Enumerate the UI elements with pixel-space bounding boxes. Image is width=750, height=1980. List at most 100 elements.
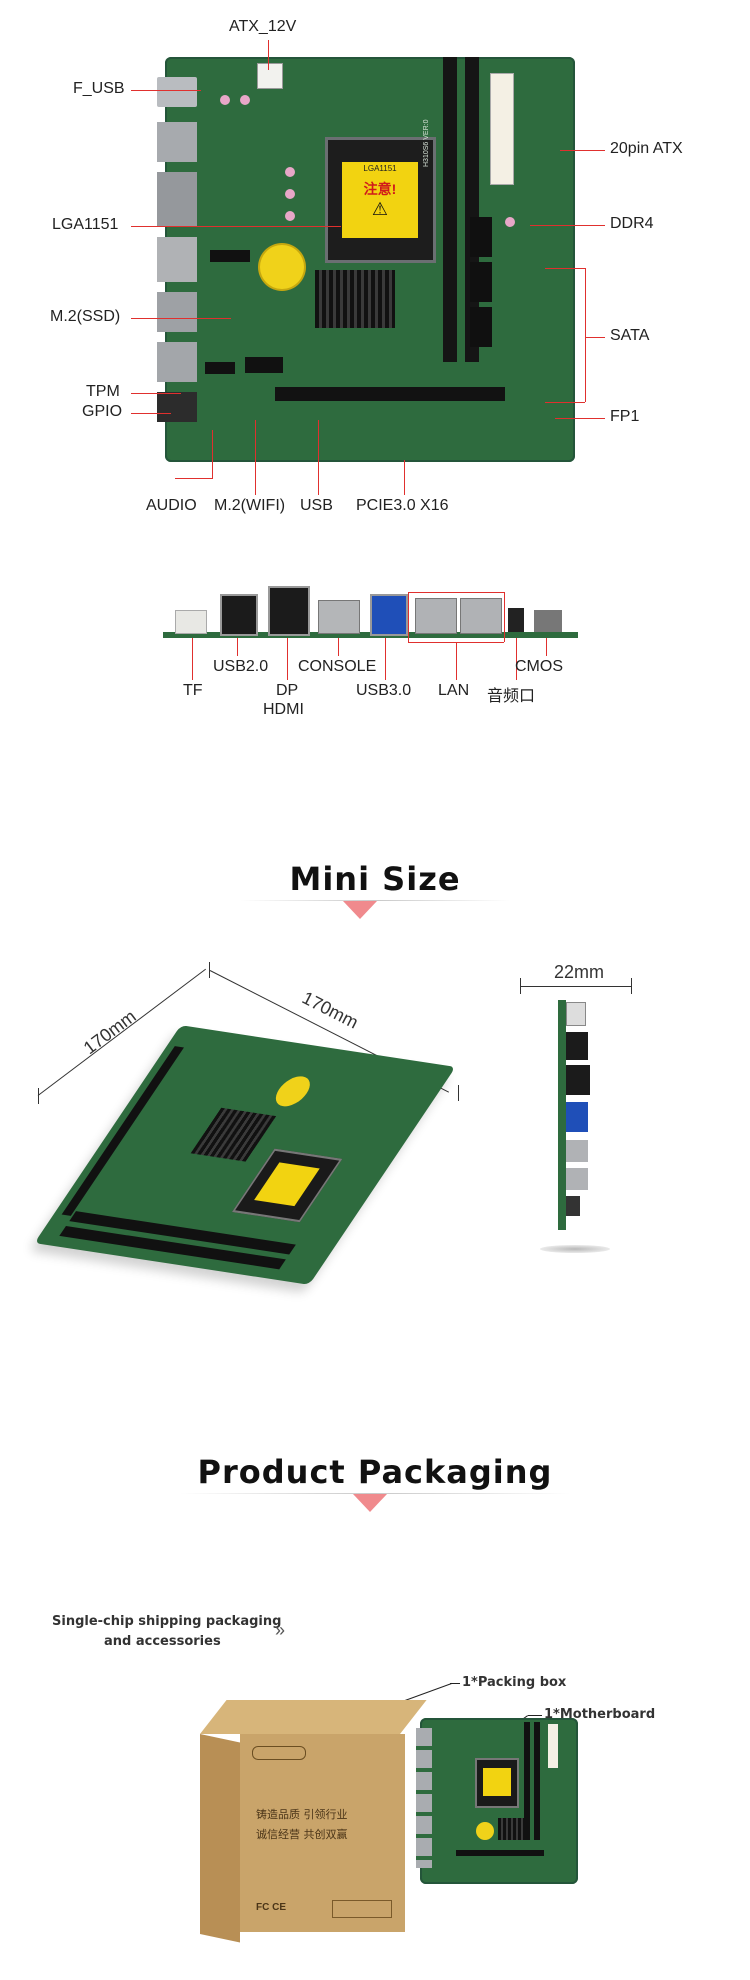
ddr4-slot (524, 1722, 530, 1840)
sata-port (470, 307, 492, 347)
warning-icon: ⚠ (371, 199, 389, 219)
label-dp: DP (276, 682, 299, 699)
dimension-tick (458, 1085, 459, 1101)
lan-connector (157, 237, 197, 282)
pointer-line (450, 1683, 460, 1684)
socket-label (483, 1768, 511, 1796)
label-gpio: GPIO (82, 403, 123, 420)
label-usb: USB (300, 497, 333, 514)
usb2-connector (220, 594, 258, 636)
box-side-face (200, 1734, 240, 1943)
tf-slot (175, 610, 207, 634)
cpu-socket: LGA1151 注意! ⚠ (325, 137, 436, 263)
box-brand-logo (252, 1746, 306, 1760)
side-connector (566, 1032, 588, 1060)
label-lan: LAN (438, 682, 470, 699)
pointer-line (237, 638, 238, 656)
box-cert-marks: FC CE (256, 1902, 286, 1913)
atx-12v-connector (257, 63, 283, 89)
pointer-line (131, 90, 201, 91)
pointer-line (545, 402, 585, 403)
cmos-button (534, 610, 562, 632)
box-slogan-line1: 铸造品质 引领行业 (256, 1808, 348, 1821)
dp-hdmi-connector (268, 586, 310, 636)
heatsink (190, 1107, 277, 1162)
socket-label (254, 1162, 320, 1207)
pointer-line (516, 638, 517, 680)
dimension-tick (631, 978, 632, 994)
label-hdmi: HDMI (263, 701, 304, 718)
ddr4-slot (534, 1722, 540, 1840)
dimension-tick (38, 1088, 39, 1104)
atx-20pin-connector (490, 73, 514, 185)
pointer-line (546, 638, 547, 656)
label-20pin-atx: 20pin ATX (610, 140, 683, 157)
lan-bracket (408, 592, 409, 642)
pointer-line (287, 638, 288, 680)
lan-connector (157, 342, 197, 382)
console-connector (318, 600, 360, 634)
label-usb2: USB2.0 (213, 658, 269, 675)
dp-connector (157, 172, 197, 227)
dimension-top-text: 170mm (298, 987, 362, 1033)
label-audio-jack: 音频口 (487, 688, 536, 705)
packaging-intro-line1: Single-chip shipping packaging (52, 1614, 282, 1629)
pointer-line (338, 638, 339, 656)
pointer-line (555, 418, 605, 419)
io-panel-diagram: TF USB2.0 DP HDMI CONSOLE USB3.0 LAN 音频口… (0, 580, 750, 740)
packaging-title: Product Packaging (197, 1453, 553, 1491)
label-pcie-x16: PCIE3.0 X16 (356, 497, 449, 514)
box-barcode-area (332, 1900, 392, 1918)
cmos-battery (260, 245, 304, 289)
iso-board-image (34, 1025, 456, 1285)
pointer-line (530, 225, 605, 226)
pointer-line (560, 150, 605, 151)
motherboard-top-image: LGA1151 注意! ⚠ H310S6 VER:0 (157, 57, 575, 462)
label-m2-wifi: M.2(WIFI) (214, 497, 286, 514)
pointer-line (585, 337, 605, 338)
mini-size-iso-board: 170mm 170mm 22mm (0, 940, 750, 1320)
usb-connector (157, 77, 197, 107)
m2-wifi-slot (205, 362, 235, 374)
box-top-face (200, 1700, 427, 1734)
label-audio: AUDIO (146, 497, 197, 514)
capacitor (220, 95, 230, 105)
packaging-item-box: 1*Packing box (462, 1675, 567, 1690)
socket-text: LGA1151 (363, 164, 397, 173)
cpu-socket (231, 1148, 343, 1223)
pointer-line (318, 420, 319, 495)
cmos-battery (476, 1822, 494, 1840)
pointer-line (456, 642, 457, 680)
pointer-line (131, 318, 231, 319)
side-connector (566, 1065, 590, 1095)
packing-box-image: 铸造品质 引领行业 诚信经营 共创双赢 FC CE (200, 1700, 427, 1943)
pointer-line (585, 268, 586, 402)
audio-connector (157, 392, 197, 422)
pointer-line (268, 40, 269, 70)
title-divider (240, 900, 510, 901)
pointer-line (131, 413, 171, 414)
pointer-line (175, 478, 213, 479)
pointer-line (212, 430, 213, 478)
label-atx-12v: ATX_12V (229, 18, 297, 35)
lan-bracket (408, 592, 504, 593)
capacitor (285, 189, 295, 199)
sata-port (470, 262, 492, 302)
dimension-line-thickness (520, 986, 632, 987)
pointer-line (192, 638, 193, 680)
label-tpm: TPM (86, 383, 120, 400)
capacitor (505, 217, 515, 227)
heatsink (498, 1818, 524, 1840)
packaging-motherboard-image (416, 1718, 578, 1884)
side-shadow (540, 1245, 610, 1253)
usb-header (245, 357, 283, 373)
pointer-line (131, 226, 341, 227)
mini-size-title: Mini Size (289, 860, 461, 898)
dimension-tick (209, 962, 210, 978)
dimension-tick (520, 978, 521, 994)
label-usb3: USB3.0 (356, 682, 412, 699)
pointer-line (528, 1715, 542, 1716)
pink-triangle-icon (353, 1494, 387, 1512)
pointer-line (255, 420, 256, 495)
label-console: CONSOLE (298, 658, 377, 675)
